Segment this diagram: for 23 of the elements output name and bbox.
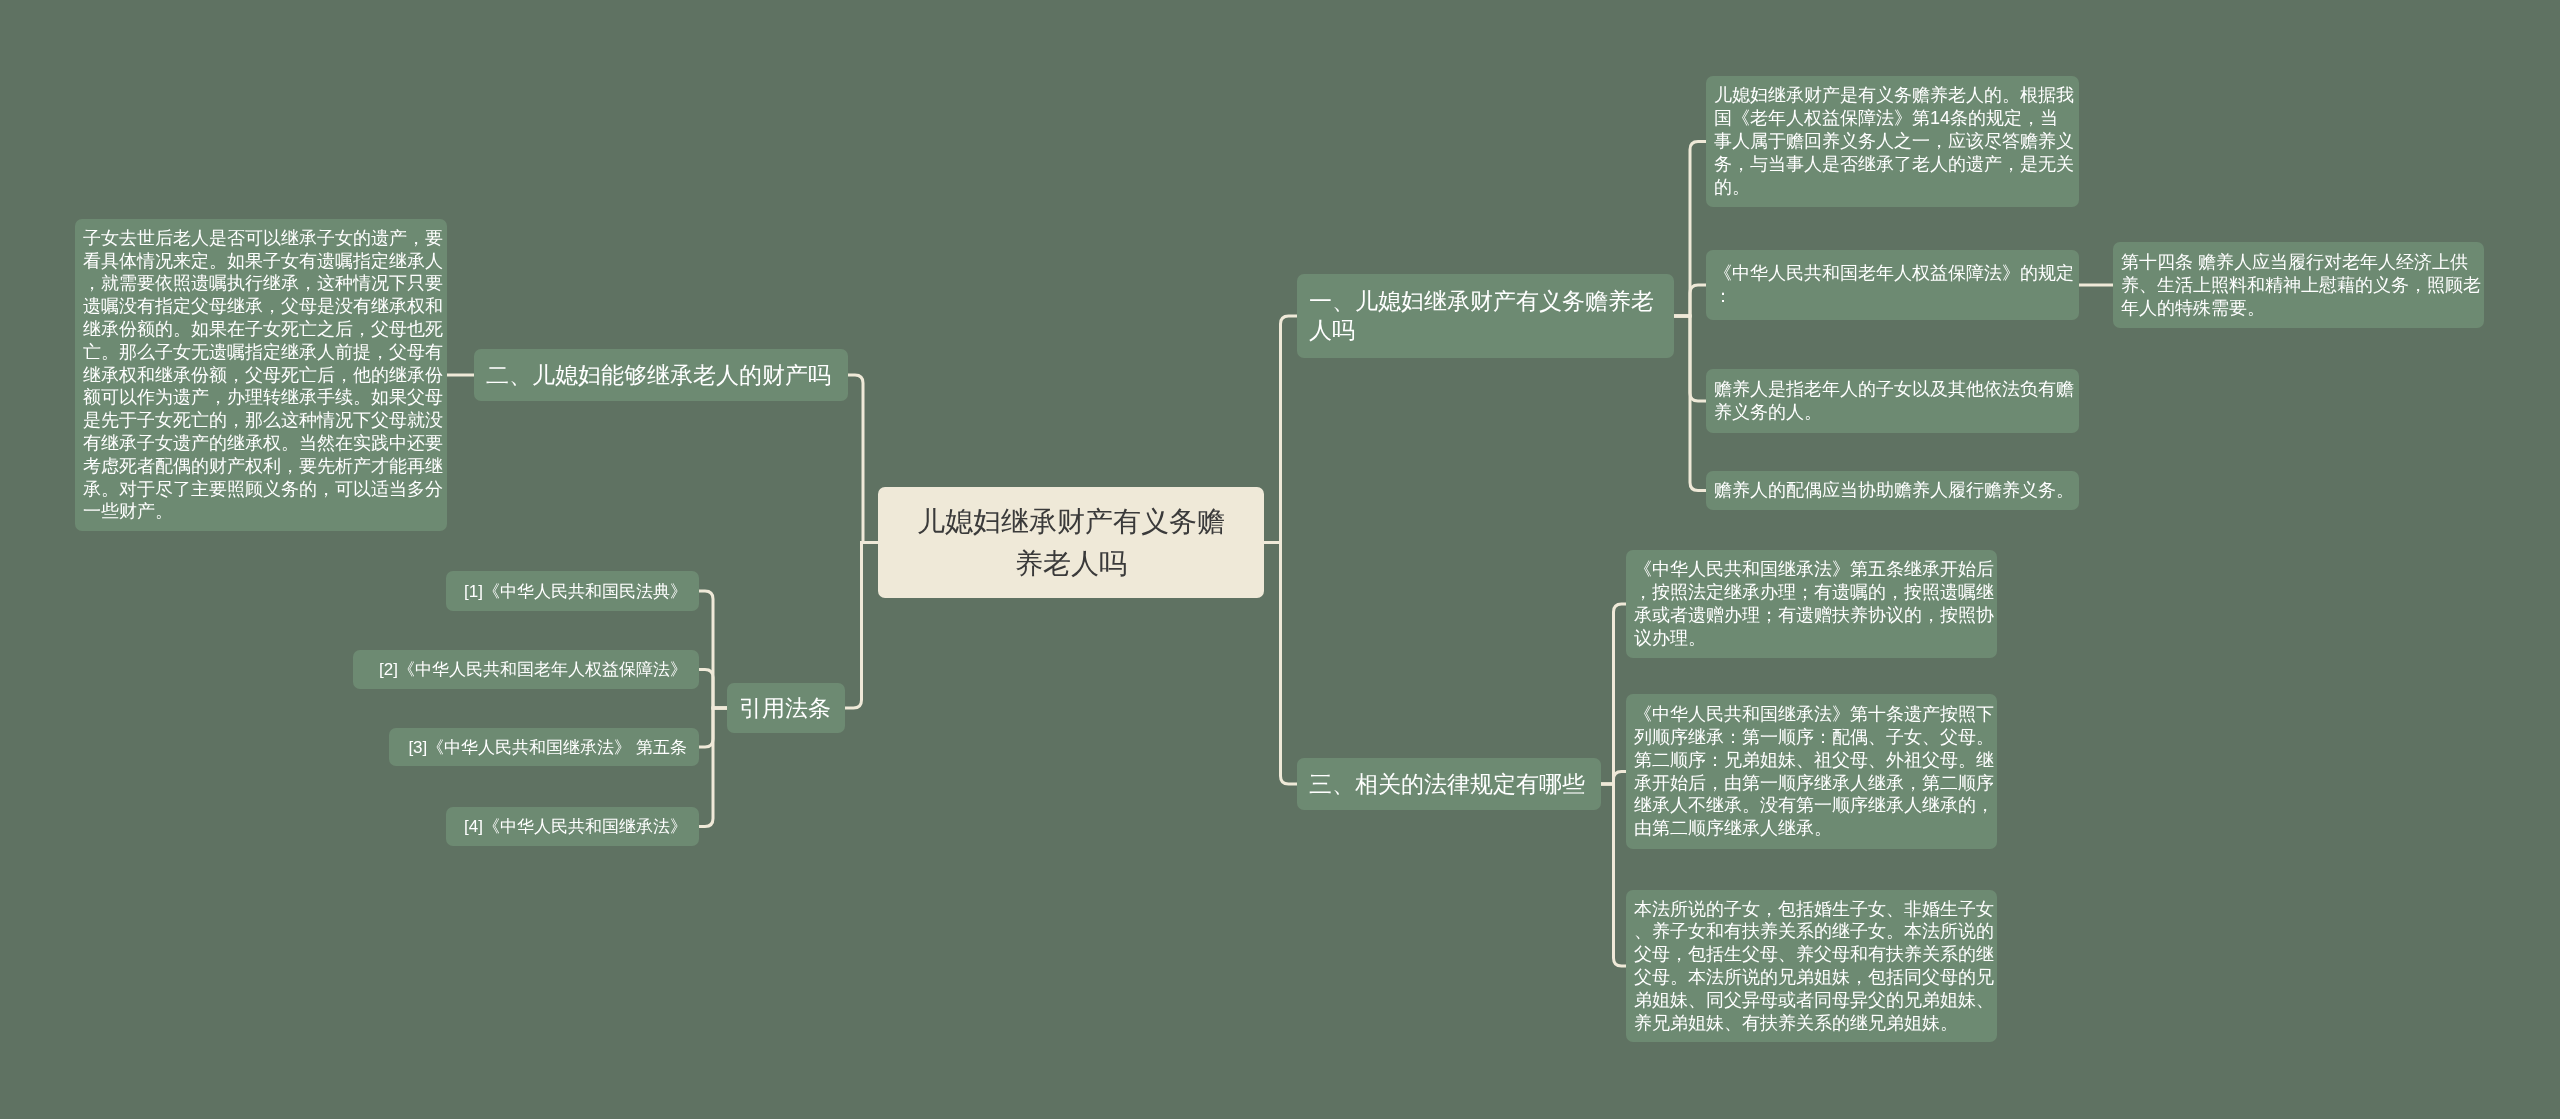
reference-box: [4]《中华人民共和国继承法》 (446, 807, 699, 846)
connector-line (1264, 541, 1297, 786)
note-box: 第十四条 赡养人应当履行对老年人经济上供养、生活上照料和精神上慰藉的义务，照顾老年人的特殊需要。 (2113, 242, 2484, 328)
note-box: 《中华人民共和国继承法》第十条遗产按照下列顺序继承：第一顺序：配偶、子女、父母。第二顺序：兄弟姐妹、祖父母、外祖父母。继承开始后，由第一顺序继承人继承，第二顺序继承人不继承。没有第一顺序继承人继承的，由第二顺序继承人继承。 (1626, 694, 1997, 849)
branch-topic-box: 三、相关的法律规定有哪些 (1297, 758, 1601, 810)
connector-line (845, 541, 878, 710)
note-box: 赡养人是指老年人的子女以及其他依法负有赡养义务的人。 (1706, 369, 2079, 433)
connector-line (2079, 283, 2113, 287)
branch-topic-box: 引用法条 (727, 683, 845, 733)
central-topic-box: 儿媳妇继承财产有义务赡养老人吗 (878, 487, 1264, 598)
branch-topic-box: 一、儿媳妇继承财产有义务赡养老人吗 (1297, 274, 1674, 358)
note-box: 《中华人民共和国继承法》第五条继承开始后，按照法定继承办理；有遗嘱的，按照遗嘱继承或者遗赠办理；有遗赠扶养协议的，按照协议办理。 (1626, 550, 1997, 658)
branch-topic-box: 二、儿媳妇能够继承老人的财产吗 (474, 349, 848, 401)
connector-line (1674, 314, 1706, 492)
note-box: 本法所说的子女，包括婚生子女、非婚生子女、养子女和有扶养关系的继子女。本法所说的父母，包括生父母、养父母和有扶养关系的继父母。本法所说的兄弟姐妹，包括同父母的兄弟姐妹、同父异母或者同母异父的兄弟姐妹、养兄弟姐妹、有扶养关系的继兄弟姐妹。 (1626, 890, 1997, 1042)
note-box: 《中华人民共和国老年人权益保障法》的规定： (1706, 250, 2079, 320)
connector-line (447, 373, 474, 377)
reference-box: [3]《中华人民共和国继承法》 第五条 (389, 728, 699, 766)
reference-box: [2]《中华人民共和国老年人权益保障法》 (353, 650, 699, 689)
note-box: 子女去世后老人是否可以继承子女的遗产，要看具体情况来定。如果子女有遗嘱指定继承人，就需要依照遗嘱执行继承，这种情况下只要遗嘱没有指定父母继承，父母是没有继承权和继承份额的。如果在子女死亡之后，父母也死亡。那么子女无遗嘱指定继承人前提，父母有继承权和继承份额，父母死亡后，他的继承份额可以作为遗产，办理转继承手续。如果父母是先于子女死亡的，那么这种情况下父母就没有继承子女遗产的继承权。当然在实践中还要考虑死者配偶的财产权利，要先析产才能再继承。对于尽了主要照顾义务的，可以适当多分一些财产。 (75, 219, 447, 531)
reference-box: [1]《中华人民共和国民法典》 (446, 571, 699, 611)
note-box: 赡养人的配偶应当协助赡养人履行赡养义务。 (1706, 471, 2079, 510)
note-box: 儿媳妇继承财产是有义务赡养老人的。根据我国《老年人权益保障法》第14条的规定，当事人属于赡回养义务人之一，应该尽答赡养义务，与当事人是否继承了老人的遗产，是无关的。 (1706, 76, 2079, 207)
